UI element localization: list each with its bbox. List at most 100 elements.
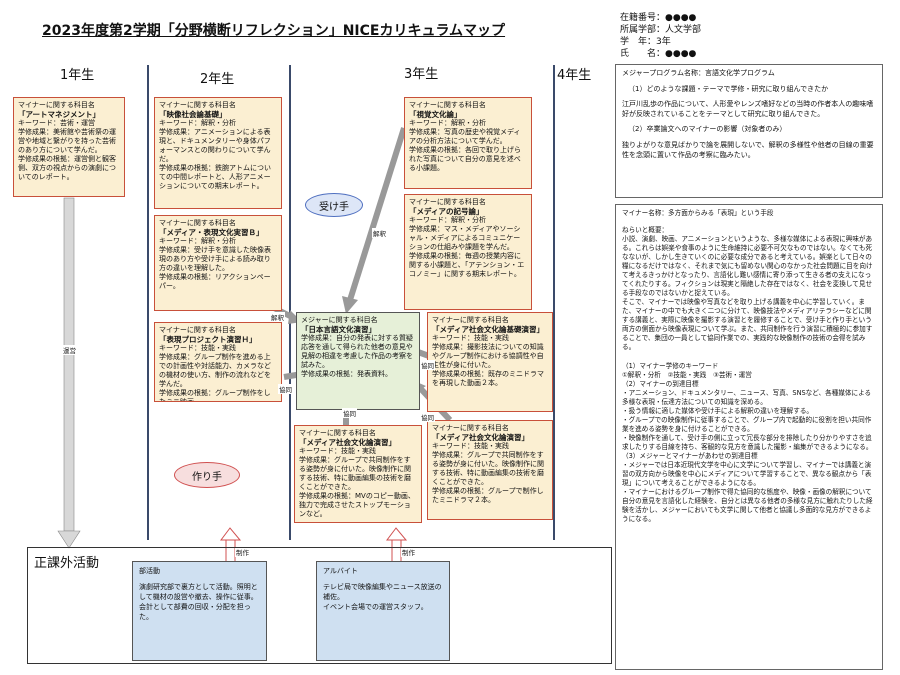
card-category: マイナーに関する科目名 xyxy=(409,198,486,206)
minor-goal-list: （1）マイナー学修のキーワード ①解釈・分析 ②技能・実践 ③芸術・運営 （2）… xyxy=(622,362,876,524)
minor-aim-heading: ねらいと概要： xyxy=(622,226,669,234)
card-body: キーワード：解釈・分析 学修成果：写真の歴史や視覚メディアの分析方法について学ん… xyxy=(409,119,521,172)
card-body: キーワード：芸術・運営 学修成果：美術館や芸術祭の運営や地域と繋がりを持った芸術… xyxy=(18,119,116,181)
minor-list-item: ・扱う情報に適した媒体や受け手による解釈の違いを理解する。 xyxy=(622,407,814,415)
card-body: キーワード：技能・実践 学修成果：撮影技法についての知識やグループ制作における協… xyxy=(432,334,544,387)
student-faculty: 所属学部：人文学部 xyxy=(620,25,702,35)
year-3-heading: 3年生 xyxy=(404,67,439,82)
receiver-ellipse: 受け手 xyxy=(305,193,363,217)
card-body: キーワード：技能・実践 学修成果：グループ制作を進める上での計画性や対話能力、カ… xyxy=(159,344,271,402)
card-category: マイナーに関する科目名 xyxy=(299,429,376,437)
divider-2 xyxy=(289,65,291,540)
kaishaku-label-1: 解釈 xyxy=(372,228,387,238)
kyodo-label-4: 協同 xyxy=(420,412,435,422)
major-answer-1: 江戸川乱歩の作品について、人形愛やレンズ嗜好などの当時の作者本人の趣味嗜好が反映… xyxy=(622,100,874,118)
card-subject: 「メディア社会文化論基礎演習」 xyxy=(432,325,544,334)
card-media-hyogen-b: マイナーに関する科目名 「メディア・表現文化実習Ｂ」 キーワード：解釈・分析 学… xyxy=(154,215,282,311)
minor-list-item: （3）メジャーとマイナーがあわせの到達目標 xyxy=(622,452,758,460)
card-body: キーワード：技能・実践 学修成果：グループで共同制作をする姿勢が身に付いた。映像… xyxy=(299,447,415,518)
card-body: 学修成果：自分の発表に対する質疑応答を通して得られた他者の意見や見解の相違を考慮… xyxy=(301,334,413,378)
card-nihon-gengo-bunka-major: メジャーに関する科目名 「日本言語文化演習」 学修成果：自分の発表に対する質疑応… xyxy=(296,312,420,410)
card-category: マイナーに関する科目名 xyxy=(159,101,236,109)
major-program-heading: メジャープログラム名称：言語文化学プログラム xyxy=(622,69,775,77)
year-4-heading: 4年生 xyxy=(557,68,592,83)
card-subject: 「日本言語文化演習」 xyxy=(301,325,376,334)
extracurricular-section: 正課外活動 xyxy=(27,547,612,664)
job-title: アルバイト xyxy=(323,567,358,575)
card-body: キーワード：解釈・分析 学修成果：アニメーションによる表現と、ドキュメンタリーや… xyxy=(159,119,271,190)
seisaku-label-2: 制作 xyxy=(401,547,416,557)
card-eizo-shakairon: マイナーに関する科目名 「映像社会論基礎」 キーワード：解釈・分析 学修成果：ア… xyxy=(154,97,282,209)
divider-3 xyxy=(553,65,555,540)
card-body: キーワード：解釈・分析 学修成果：マス・メディアやソーシャル・メディアによるコミ… xyxy=(409,216,525,278)
card-subject: 「メディア社会文化論演習」 xyxy=(432,433,529,442)
card-subject: 「視覚文化論」 xyxy=(409,110,462,119)
kyodo-label-2: 協同 xyxy=(342,408,357,418)
seisaku-label-1: 制作 xyxy=(235,547,250,557)
creator-ellipse: 作り手 xyxy=(174,462,240,488)
minor-list-item: ・マイナーにおけるグループ制作で得た協同的な態度や、映像・画像の解釈について自分… xyxy=(622,488,873,523)
card-media-shakai-enshu-1: マイナーに関する科目名 「メディア社会文化論演習」 キーワード：技能・実践 学修… xyxy=(294,425,422,523)
card-subject: 「アートマネジメント」 xyxy=(18,110,101,119)
year-2-heading: 2年生 xyxy=(200,72,235,87)
unei-arrow-shaft xyxy=(63,197,75,532)
student-info: 在籍番号：●●●● 所属学部：人文学部 学 年：3年 氏 名：●●●● xyxy=(620,12,701,60)
card-media-kigoron: マイナーに関する科目名 「メディアの記号論」 キーワード：解釈・分析 学修成果：… xyxy=(404,194,532,310)
minor-list-item: （1）マイナー学修のキーワード xyxy=(622,362,719,370)
student-id: 在籍番号：●●●● xyxy=(620,13,697,23)
divider-1 xyxy=(147,65,149,540)
card-subject: 「メディア社会文化論演習」 xyxy=(299,438,396,447)
minor-paragraph-1: 小説、演劇、映画、アニメーションというような、多様な媒体による表現に興味がある。… xyxy=(622,235,873,297)
card-category: マイナーに関する科目名 xyxy=(159,326,236,334)
minor-list-item: ・メジャーでは日本近現代文学を中心に文学について学習し、マイナーでは講義と演習の… xyxy=(622,461,872,487)
major-question-1: （1）どのような課題・テーマで学修・研究に取り組んできたか xyxy=(628,84,829,93)
job-body: テレビ局で映像編集やニュース放送の補佐。 イベント会場での運営スタッフ。 xyxy=(323,583,442,611)
minor-list-item: ①解釈・分析 ②技能・実践 ③芸術・運営 xyxy=(622,371,752,379)
card-subject: 「メディアの記号論」 xyxy=(409,207,484,216)
student-name: 氏 名：●●●● xyxy=(620,49,697,59)
card-art-management: マイナーに関する科目名 「アートマネジメント」 キーワード：芸術・運営 学修成果… xyxy=(13,97,125,197)
card-category: マイナーに関する科目名 xyxy=(18,101,95,109)
kaishaku-label-2: 解釈 xyxy=(270,312,285,322)
minor-program-panel: マイナー名称：多方面からみる「表現」という手段 ねらいと概要： 小説、演劇、映画… xyxy=(615,204,883,670)
seisaku-arrow-1-head xyxy=(220,527,242,541)
minor-paragraph-2: そこで、マイナーでは映像や写真などを取り上げる講義を中心に学習していく。また、マ… xyxy=(622,298,873,351)
card-subject: 「メディア・表現文化実習Ｂ」 xyxy=(159,228,264,237)
major-question-2: （2）卒業論文へのマイナーの影響（対象者のみ） xyxy=(628,125,787,134)
extracurricular-heading: 正課外活動 xyxy=(34,556,100,571)
kyodo-label-1: 協同 xyxy=(278,384,293,394)
card-category: メジャーに関する科目名 xyxy=(301,316,378,324)
minor-list-item: ・映像制作を通して、受け手の側に立って冗長な部分を排除したり分かりやすさを追求し… xyxy=(622,434,873,451)
card-subject: 「表現プロジェクト演習Ｈ」 xyxy=(159,335,257,344)
card-category: マイナーに関する科目名 xyxy=(432,424,509,432)
minor-list-item: ・グループでの映像制作に従事することで、グループ内で起動的に役割を担い共同作業を… xyxy=(622,416,872,433)
club-body: 演劇研究部で裏方として活動。照明として機材の設営や撤去、操作に従事。会計として部… xyxy=(139,583,258,621)
kyodo-label-3: 協同 xyxy=(420,360,435,370)
minor-list-item: （2）マイナーの到達目標 xyxy=(622,380,699,388)
seisaku-arrow-2-head xyxy=(386,527,408,541)
club-activity-card: 部活動 演劇研究部で裏方として活動。照明として機材の設営や撤去、操作に従事。会計… xyxy=(132,561,267,661)
card-body: キーワード：解釈・分析 学修成果：受け手を意識した映像表現のあり方や受け手による… xyxy=(159,237,271,290)
kaishaku-arrow-1 xyxy=(347,127,407,301)
card-media-shakai-enshu-2: マイナーに関する科目名 「メディア社会文化論演習」 キーワード：技能・実践 学修… xyxy=(427,420,553,520)
year-1-heading: 1年生 xyxy=(60,68,95,83)
card-hyogen-project-h: マイナーに関する科目名 「表現プロジェクト演習Ｈ」 キーワード：技能・実践 学修… xyxy=(154,322,282,402)
card-body: キーワード：技能・実践 学修成果：グループで共同制作をする姿勢が身に付いた。映像… xyxy=(432,442,544,504)
student-grade: 学 年：3年 xyxy=(620,37,671,47)
card-media-shakai-kiso-enshu: マイナーに関する科目名 「メディア社会文化論基礎演習」 キーワード：技能・実践 … xyxy=(427,312,553,412)
page-title: 2023年度第2学期「分野横断リフレクション」NICEカリキュラムマップ xyxy=(42,23,506,39)
card-shikaku-bunkaron: マイナーに関する科目名 「視覚文化論」 キーワード：解釈・分析 学修成果：写真の… xyxy=(404,97,532,189)
major-program-panel: メジャープログラム名称：言語文化学プログラム （1）どのような課題・テーマで学修… xyxy=(615,64,883,198)
club-title: 部活動 xyxy=(139,567,160,575)
part-time-job-card: アルバイト テレビ局で映像編集やニュース放送の補佐。 イベント会場での運営スタッ… xyxy=(316,561,450,661)
minor-list-item: ・アニメーション、ドキュメンタリー、ニュース、写真、SNSなど、各種媒体による多… xyxy=(622,389,872,406)
minor-heading: マイナー名称：多方面からみる「表現」という手段 xyxy=(622,209,774,217)
card-category: マイナーに関する科目名 xyxy=(159,219,236,227)
card-category: マイナーに関する科目名 xyxy=(409,101,486,109)
major-answer-2: 独りよがりな意見ばかりで論を展開しないで、解釈の多様性や他者の目線の重要性を念頭… xyxy=(622,140,874,159)
unei-label: 運営 xyxy=(62,345,77,355)
card-subject: 「映像社会論基礎」 xyxy=(159,110,227,119)
unei-arrow-head xyxy=(57,530,81,549)
kaishaku-arrow-1-head xyxy=(342,296,358,314)
card-category: マイナーに関する科目名 xyxy=(432,316,509,324)
